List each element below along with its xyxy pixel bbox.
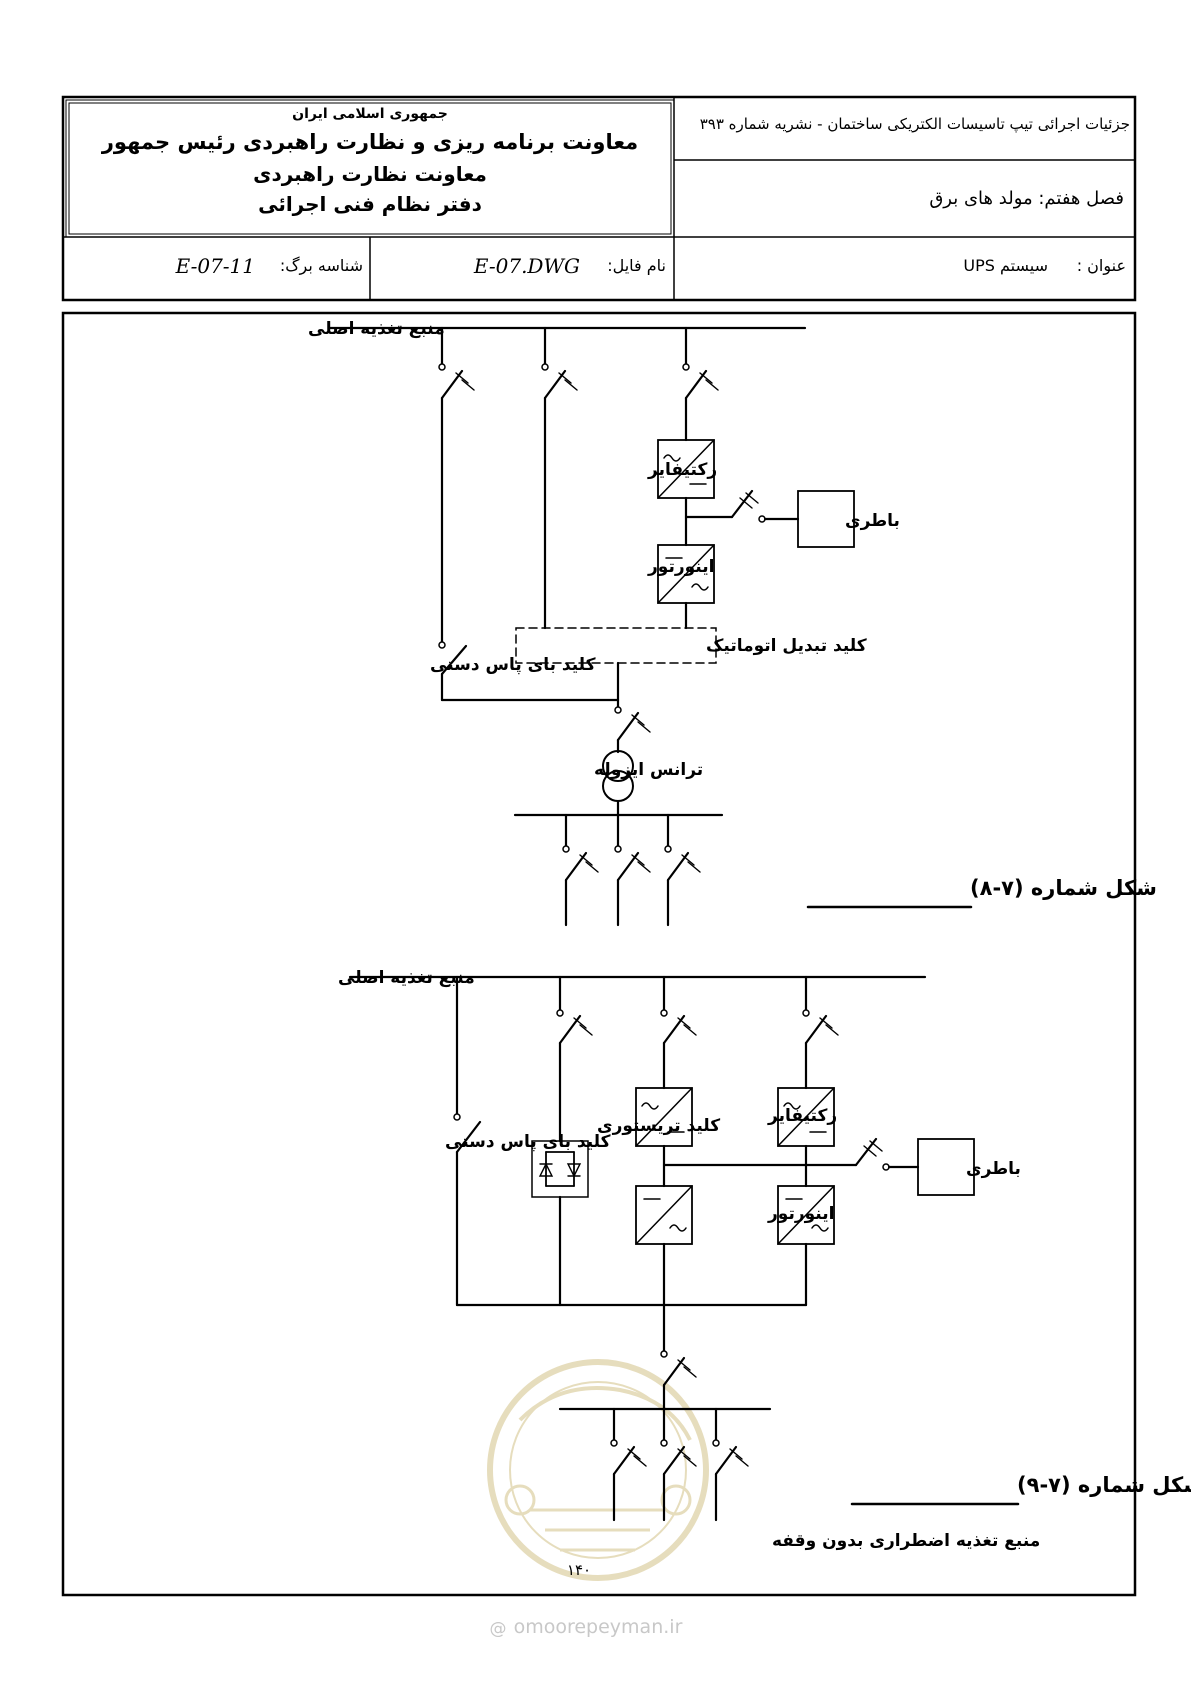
- figure2-diagram: [348, 975, 1020, 1522]
- figure2-feeder-3: [712, 1407, 749, 1522]
- figure1-inverter-label: اینورتور: [647, 557, 714, 577]
- figure1-transformer-label: ترانس ایزوله: [594, 760, 703, 780]
- figure1-main-supply-label: منبع تغذیه اصلی: [308, 319, 445, 339]
- figure2-inverter-label: اینورتور: [767, 1204, 834, 1224]
- title-value: سیستم UPS: [963, 256, 1048, 275]
- figure2-caption: شکل شماره (۷-۹): [1017, 1473, 1191, 1497]
- sheet-id-label: شناسه برگ:: [279, 256, 363, 275]
- single-line-diagrams: [328, 326, 1020, 1522]
- figure1-caption: شکل شماره (۷-۸): [970, 876, 1157, 900]
- figure1-breaker-2: [541, 326, 578, 630]
- figure2-battery-box: [917, 1138, 975, 1196]
- figure2-rectifier-label: رکتیفایر: [767, 1106, 837, 1126]
- sheet-id-value: E-07-11: [175, 254, 255, 278]
- file-name-label: نام فایل:: [607, 256, 666, 275]
- figure2-bypass-label: کلید بای پاس دستی: [445, 1132, 611, 1152]
- file-name-value: E-07.DWG: [473, 254, 580, 278]
- at-icon: @: [490, 1619, 507, 1639]
- figure1-feeder-2: [614, 813, 651, 927]
- title-label: عنوان :: [1076, 256, 1126, 275]
- figure1-bypass-label: کلید بای پاس دستی: [430, 655, 596, 675]
- title-block: [61, 95, 1137, 302]
- figure1-battery-label: باطری: [845, 511, 900, 531]
- figure2-feeder-1: [610, 1407, 647, 1522]
- figure1-diagram: [328, 326, 973, 927]
- figure2-thyristor-label: کلید تریستوری: [597, 1116, 720, 1136]
- figure1-battery-box: [797, 490, 855, 548]
- figure2-thyristor-branch: [531, 975, 593, 1307]
- figure1-rectifier-label: رکتیفایر: [647, 460, 717, 480]
- figure1-ats-label: کلید تبدیل اتوماتیک: [706, 636, 867, 656]
- figure2-main-supply-label: منبع تغذیه اصلی: [338, 968, 475, 988]
- drawing-frame: [61, 311, 1137, 1597]
- figure2-left-chain: [635, 975, 697, 1307]
- page-number: ۱۴۰: [567, 1561, 591, 1579]
- org-line-1: جمهوری اسلامی ایران: [292, 106, 448, 122]
- figure1-feeder-3: [664, 813, 701, 927]
- figure1-breaker-1: [438, 326, 475, 644]
- figure2-feeder-2: [660, 1407, 697, 1522]
- publication-title: جزئیات اجرائی تیپ تاسیسات الکتریکی ساختم…: [699, 115, 1130, 133]
- org-line-3: معاونت نظارت راهبردی: [253, 162, 487, 186]
- org-line-4: دفتر نظام فنی اجرائی: [258, 192, 482, 216]
- org-line-2: معاونت برنامه ریزی و نظارت راهبردی رئیس …: [101, 130, 639, 154]
- figure2-right-chain: [777, 975, 839, 1307]
- figure1-feeder-1: [562, 813, 599, 927]
- watermark-url: omoorepeyman.ir: [514, 1616, 683, 1638]
- chapter-title: فصل هفتم: مولد های برق: [929, 188, 1124, 209]
- figure2-ups-output-label: منبع تغذیه اضطراری بدون وقفه: [772, 1531, 1040, 1551]
- watermark-seal: [487, 1359, 709, 1581]
- figure1-breaker-3: [682, 326, 719, 442]
- figure2-bypass-switch: [453, 975, 482, 1307]
- figure1-bypass-switch: [438, 641, 468, 702]
- figure2-battery-label: باطری: [966, 1159, 1021, 1179]
